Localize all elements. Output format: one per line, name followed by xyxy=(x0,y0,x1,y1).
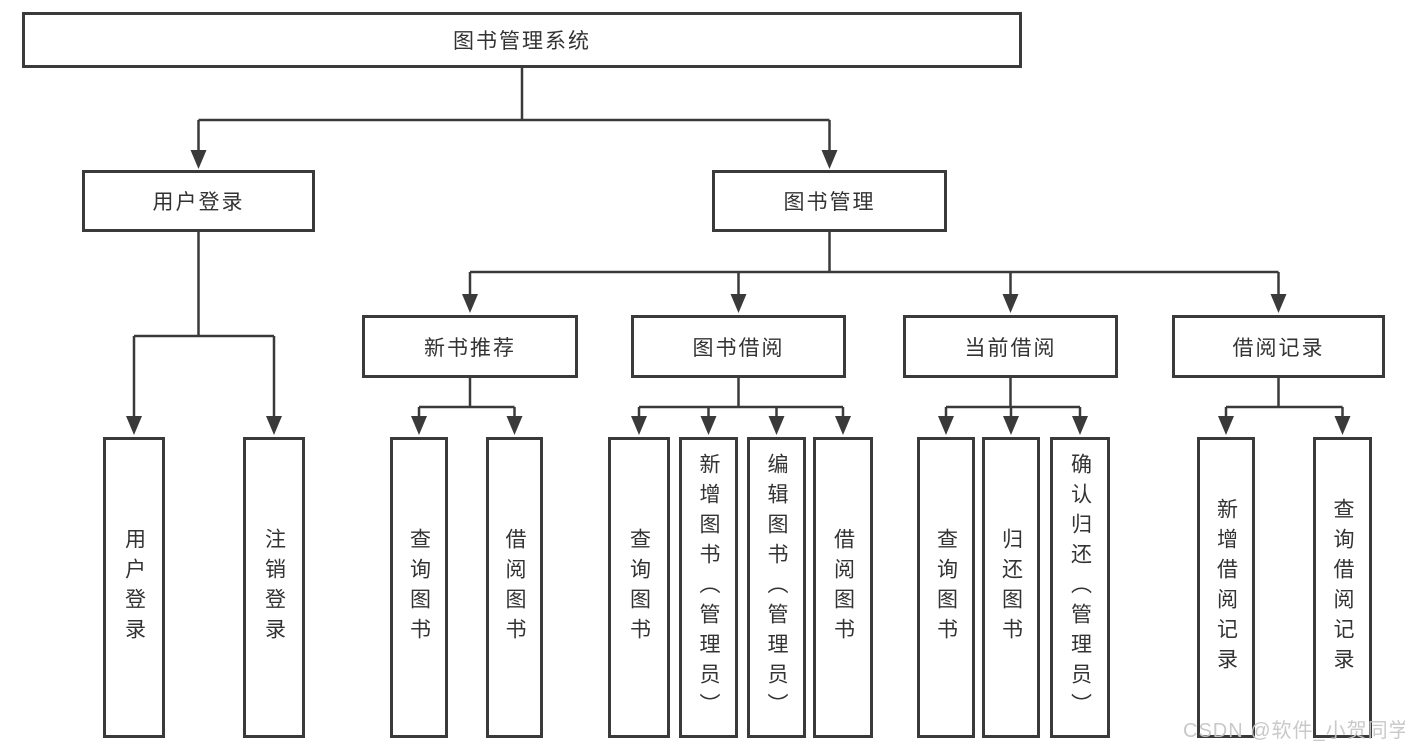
leaf-borrow-query-books: 查询图书 xyxy=(608,437,670,738)
leaf-query-borrow-record: 查询借阅记录 xyxy=(1313,437,1372,738)
node-user-login-branch: 用户登录 xyxy=(82,170,315,232)
leaf-borrow-books: 借阅图书 xyxy=(813,437,873,738)
node-book-borrow: 图书借阅 xyxy=(631,315,846,378)
leaf-user-login: 用户登录 xyxy=(103,437,165,738)
csdn-watermark: CSDN @软件_小贺同学 xyxy=(1183,720,1405,742)
leaf-logout: 注销登录 xyxy=(243,437,305,738)
leaf-edit-books-admin: 编辑图书（管理员） xyxy=(747,437,806,738)
node-book-management-branch: 图书管理 xyxy=(712,170,947,232)
leaf-confirm-return-admin: 确认归还（管理员） xyxy=(1050,437,1110,738)
leaf-add-books-admin: 新增图书（管理员） xyxy=(679,437,738,738)
leaf-recommend-query-books: 查询图书 xyxy=(390,437,448,738)
leaf-return-books: 归还图书 xyxy=(982,437,1040,738)
node-borrow-records: 借阅记录 xyxy=(1172,315,1385,378)
node-current-borrow: 当前借阅 xyxy=(903,315,1118,378)
leaf-recommend-borrow-books: 借阅图书 xyxy=(486,437,543,738)
leaf-add-borrow-record: 新增借阅记录 xyxy=(1197,437,1255,738)
node-root-system: 图书管理系统 xyxy=(22,12,1022,68)
node-new-book-recommend: 新书推荐 xyxy=(362,315,578,378)
leaf-current-query-books: 查询图书 xyxy=(917,437,975,738)
